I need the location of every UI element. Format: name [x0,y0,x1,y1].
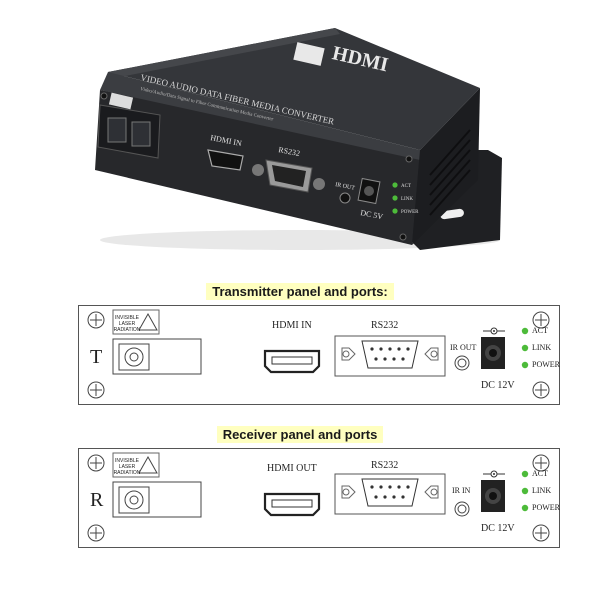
transmitter-heading: Transmitter panel and ports: [0,283,600,300]
tx-rs232-label: RS232 [371,320,399,331]
rx-dc-label: DC 12V [481,523,515,534]
tx-side-letter: T [90,346,103,368]
photo-led-act: ACT [401,184,411,189]
tx-dc-label: DC 12V [481,380,515,391]
photo-rs232-label: RS232 [278,145,301,158]
rx-led-link-label: LINK [532,486,552,495]
tx-led-link-label: LINK [532,343,552,352]
rx-ir-label: IR IN [452,486,471,495]
rx-rs232-label: RS232 [371,460,399,471]
product-photo: HDMI VIDEO AUDIO DATA FIBER MEDIA CONVER… [95,28,502,250]
tx-led-act-label: ACT [532,326,548,335]
tx-ir-label: IR OUT [450,343,477,352]
tx-led-power-label: POWER [532,360,560,369]
rx-led-act-label: ACT [532,469,548,478]
receiver-panel-graphic [87,452,550,542]
receiver-heading: Receiver panel and ports [0,426,600,443]
rx-led-power-label: POWER [532,503,560,512]
rx-side-letter: R [90,489,104,511]
transmitter-panel-graphic [87,309,550,399]
photo-led-link: LINK [401,197,413,202]
photo-dc-label: DC 5V [360,208,384,221]
photo-ir-label: IR OUT [335,182,356,192]
photo-led-power: POWER [401,210,419,215]
rx-hdmi-label: HDMI OUT [267,463,317,474]
tx-hdmi-label: HDMI IN [272,320,312,331]
